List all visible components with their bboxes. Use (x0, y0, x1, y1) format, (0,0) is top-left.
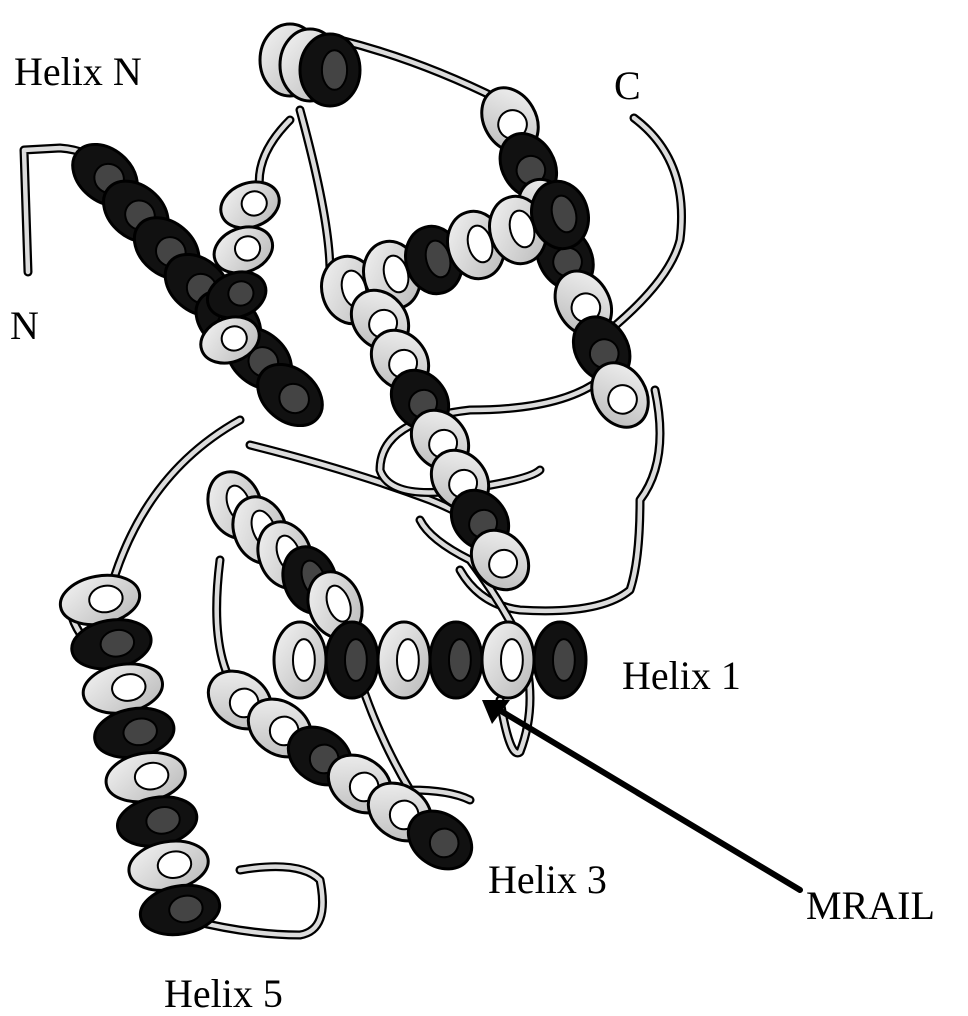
loop-top-right (340, 40, 500, 100)
helix-top (260, 24, 360, 106)
helix-top-turn-inner (322, 50, 347, 90)
c-terminus-tail-core (610, 118, 682, 330)
helix-1-turn-inner (449, 639, 471, 681)
helix-2 (199, 464, 371, 646)
helix-1-turn-inner (501, 639, 523, 681)
helix-1-turn-inner (293, 639, 315, 681)
n-terminus-label: N (10, 304, 39, 348)
helix-n (61, 132, 335, 438)
helix-n-label: Helix N (14, 50, 142, 94)
helix-1-label: Helix 1 (622, 654, 741, 698)
c-terminus-label: C (614, 64, 641, 108)
helix-1-turn-inner (553, 639, 575, 681)
helix-1 (274, 622, 586, 698)
helix-5-label: Helix 5 (164, 972, 283, 1016)
helix-central (340, 279, 541, 601)
helix-1-turn-inner (345, 639, 367, 681)
helices (56, 24, 659, 941)
helix-3-label: Helix 3 (488, 858, 607, 902)
helix-5 (56, 569, 223, 940)
helix-1-turn-inner (397, 639, 419, 681)
mrail-motif-label: MRAIL (806, 884, 935, 928)
